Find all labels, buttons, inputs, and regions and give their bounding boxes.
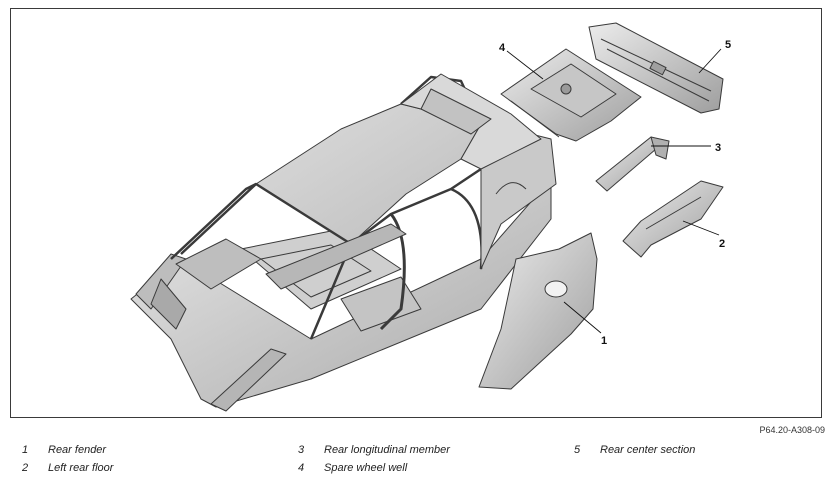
legend-label: Left rear floor	[48, 462, 114, 474]
legend-label: Rear fender	[48, 444, 107, 456]
leader-line-4	[506, 50, 544, 80]
legend-label: Rear center section	[600, 444, 696, 456]
leader-lines	[506, 48, 722, 334]
legend: 1 Rear fender 2 Left rear floor 3 Rear long…	[0, 440, 833, 480]
figure-reference: P64.20-A308-09	[759, 425, 825, 435]
callout-3: 3	[715, 142, 721, 154]
legend-label: Spare wheel well	[324, 462, 408, 474]
car-body-shell	[130, 73, 557, 412]
legend-number: 4	[298, 462, 305, 474]
legend-number: 5	[574, 444, 581, 456]
legend-number: 3	[298, 444, 305, 456]
leader-line-1	[563, 301, 602, 334]
spare-wheel-well-part	[500, 48, 642, 142]
legend-item-4: 4 Spare wheel well	[298, 462, 407, 474]
left-rear-floor-part	[622, 180, 724, 258]
callout-1: 1	[601, 335, 607, 347]
legend-item-1: 1 Rear fender	[22, 444, 106, 456]
rear-fender-part	[478, 232, 598, 390]
legend-item-2: 2 Left rear floor	[22, 462, 113, 474]
leader-line-5	[698, 48, 722, 74]
callout-5: 5	[725, 39, 731, 51]
callout-4: 4	[499, 42, 506, 54]
legend-item-5: 5 Rear center section	[574, 444, 695, 456]
rear-center-section-part	[588, 22, 724, 114]
callout-2: 2	[719, 238, 725, 250]
body-in-white-illustration: 1 2 3 4 5	[130, 22, 731, 412]
legend-number: 1	[22, 444, 29, 456]
legend-label: Rear longitudinal member	[324, 444, 450, 456]
leader-line-2	[682, 220, 720, 236]
legend-number: 2	[22, 462, 29, 474]
diagram-frame: 1 2 3 4 5	[10, 8, 822, 418]
rear-longitudinal-member-part	[595, 136, 670, 192]
legend-item-3: 3 Rear longitudinal member	[298, 444, 450, 456]
